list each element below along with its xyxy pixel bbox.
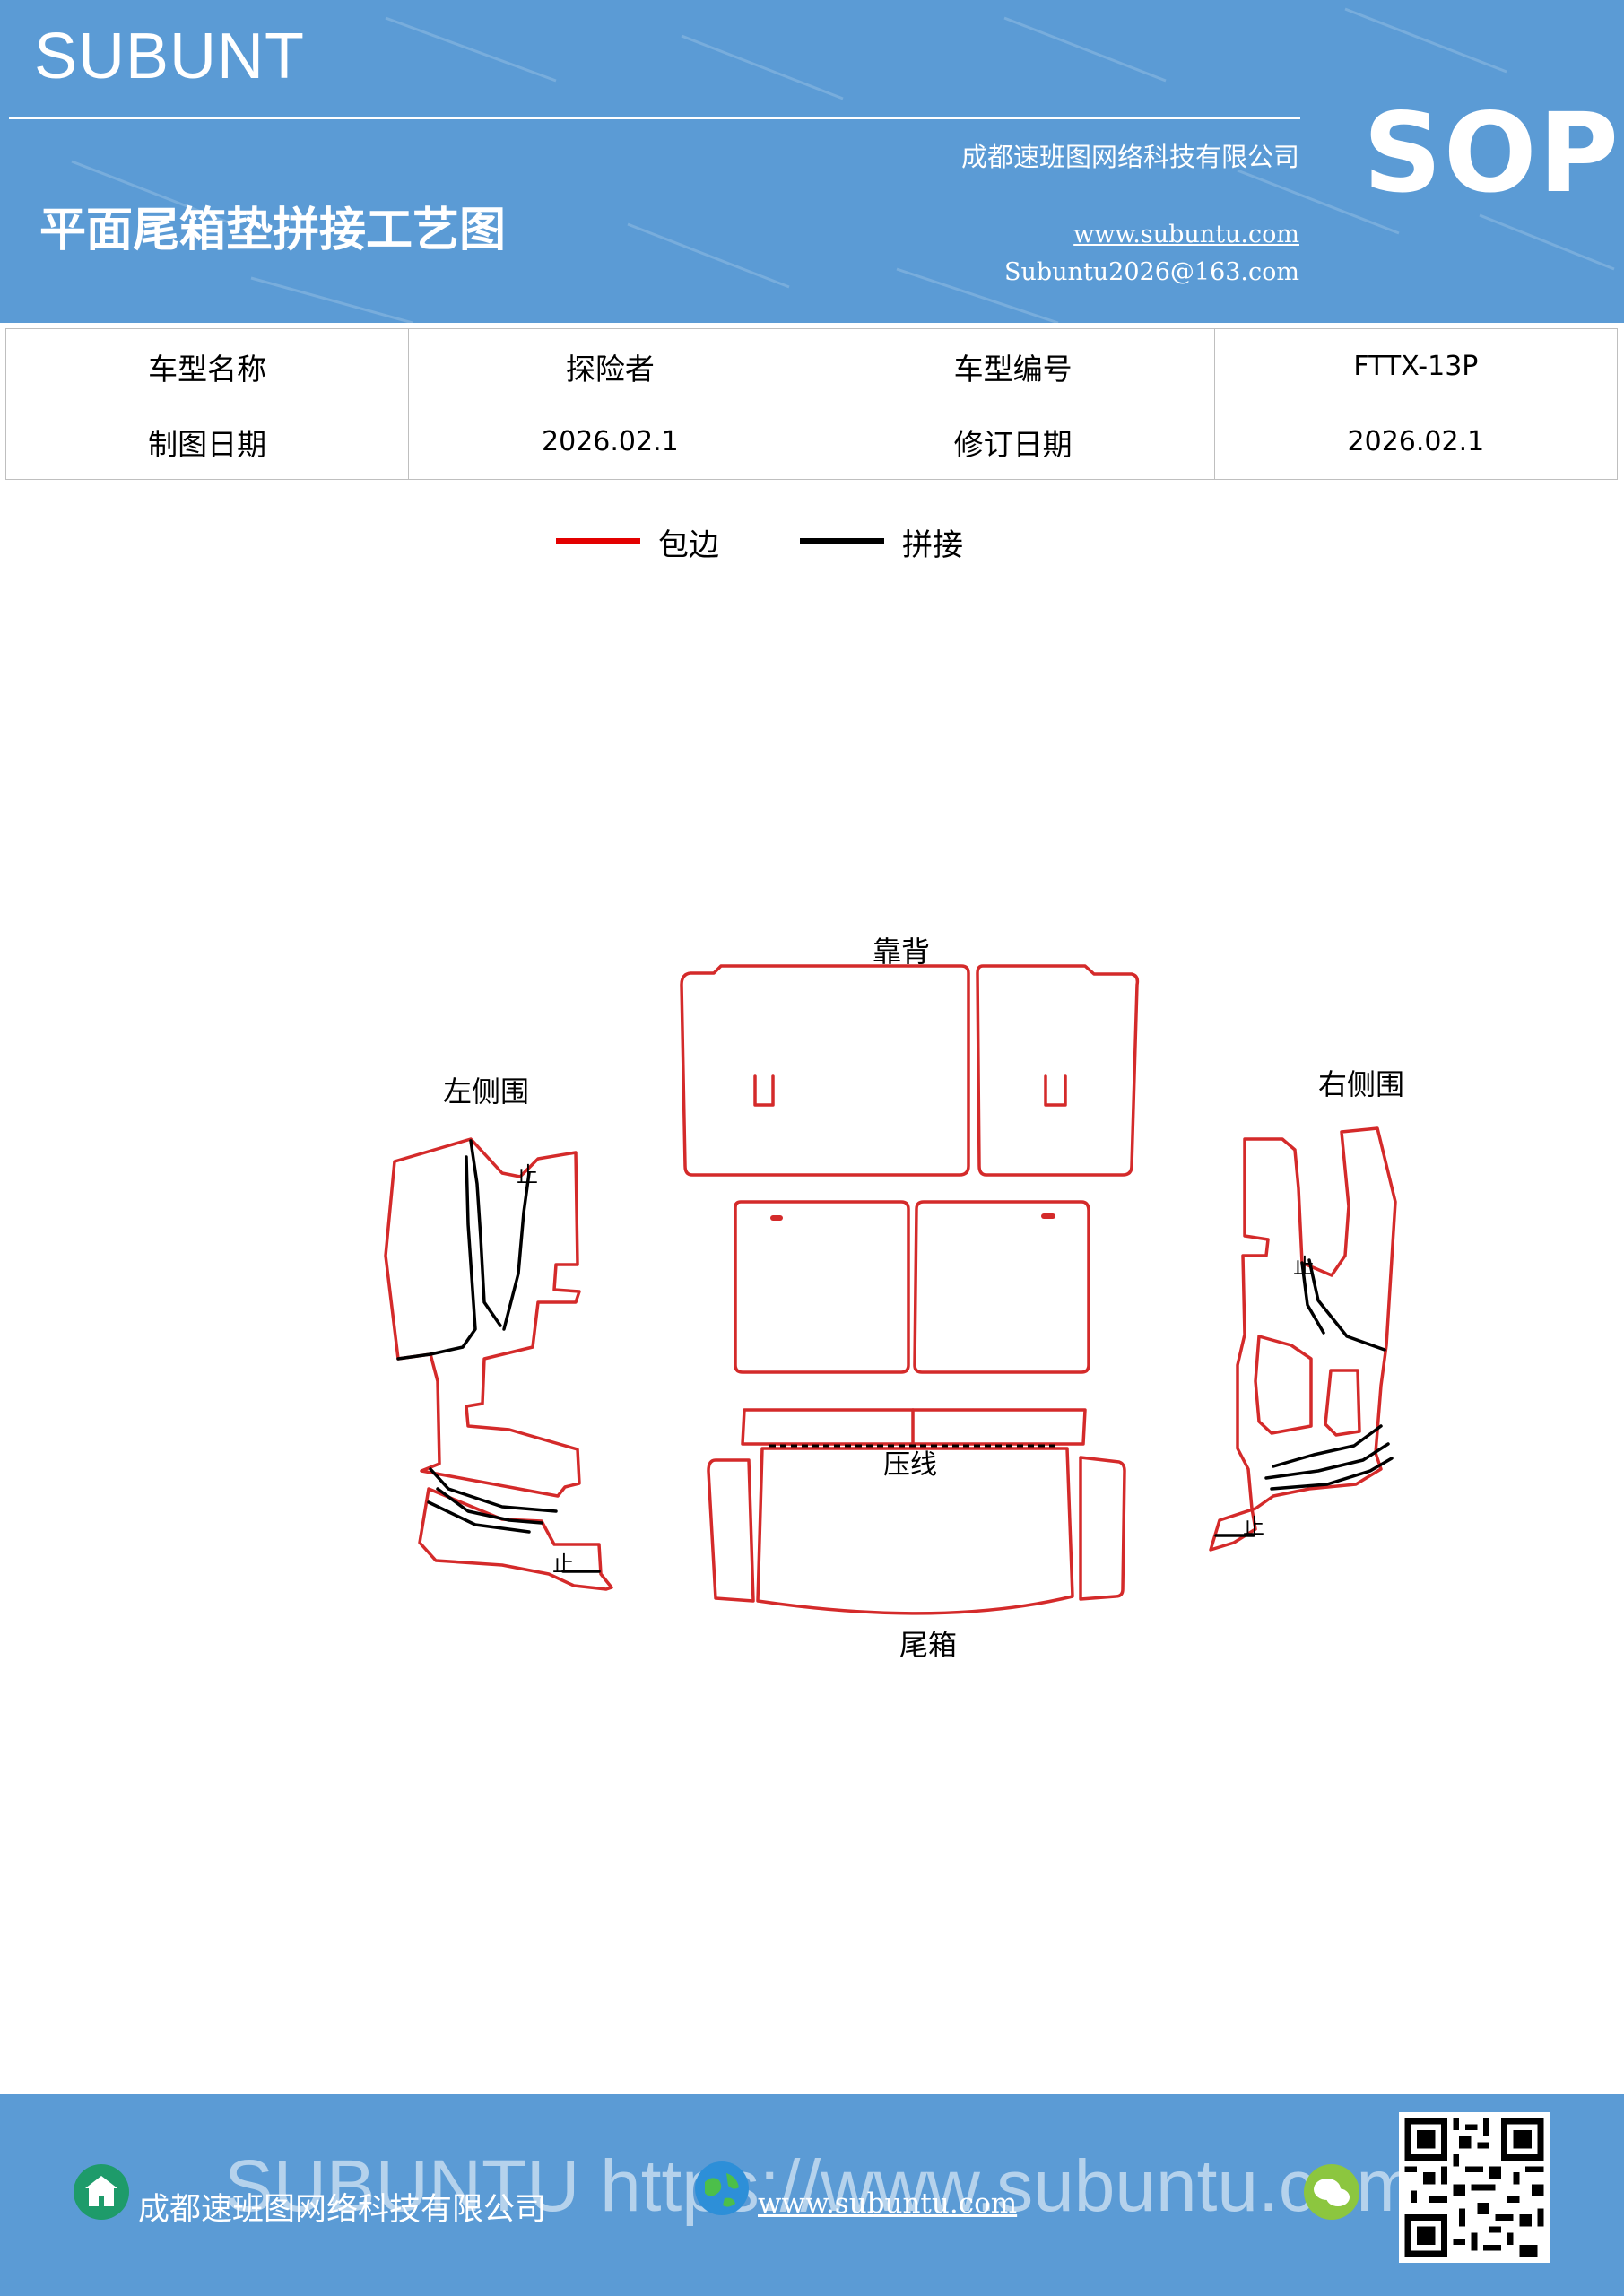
- header-divider: [9, 117, 1300, 119]
- legend: 包边 拼接: [556, 520, 1094, 574]
- left-seam-d: [429, 1467, 558, 1513]
- model-name-value: 探险者: [408, 328, 812, 404]
- trunk-left-flap: [707, 1458, 755, 1603]
- label-trunk: 尾箱: [899, 1628, 957, 1662]
- left-seam-e: [436, 1487, 543, 1525]
- left-side-panel: [384, 1137, 581, 1498]
- model-code-value: FTTX-13P: [1213, 328, 1619, 404]
- backrest-left-panel: [680, 964, 970, 1177]
- label-stop-2: 止: [552, 1552, 574, 1577]
- revision-date-value: 2026.02.1: [1213, 404, 1619, 480]
- legend-label-seam: 拼接: [902, 527, 963, 563]
- trunk-right-flap: [1079, 1456, 1126, 1601]
- trunk-main-panel: [756, 1447, 1074, 1615]
- email-address: Subuntu2026@163.com: [1004, 258, 1299, 286]
- header-banner: SUBUNT 成都速班图网络科技有限公司 平面尾箱垫拼接工艺图 www.subu…: [0, 0, 1624, 323]
- mat-splice-diagram: 靠背 左侧围 右侧围 压线 尾箱 止 止 止 止: [384, 935, 1404, 1662]
- trunk-top-strip: [741, 1408, 1087, 1446]
- left-seam-a: [396, 1155, 477, 1361]
- label-left-side: 左侧围: [443, 1074, 529, 1109]
- right-seam-a: [1307, 1258, 1386, 1352]
- sop-label: SOP: [1363, 90, 1620, 217]
- left-seam-c: [502, 1171, 531, 1331]
- table-row: 制图日期 2026.02.1 修订日期 2026.02.1: [4, 404, 1619, 480]
- slot-right: [1044, 1074, 1067, 1107]
- footer-watermark: SUBUNTU https://www.subuntu.com: [224, 2145, 1418, 2227]
- left-side-bottom: [418, 1487, 613, 1591]
- floor-mid-left-panel: [734, 1200, 910, 1374]
- right-seam-c: [1272, 1424, 1383, 1468]
- right-seam-b: [1300, 1261, 1325, 1335]
- footer-website-link[interactable]: www.subuntu.com: [758, 2187, 1018, 2220]
- slot-left: [753, 1074, 775, 1107]
- label-press-line: 压线: [883, 1449, 937, 1481]
- left-seam-b: [469, 1139, 502, 1327]
- footer-banner: SUBUNTU https://www.subuntu.com 成都速班图网络科…: [0, 2094, 1624, 2296]
- floor-mid-right-panel: [913, 1200, 1090, 1374]
- qr-code-icon: [1399, 2112, 1550, 2263]
- brand-name: SUBUNT: [34, 21, 306, 92]
- model-code-label: 车型编号: [811, 328, 1215, 404]
- legend-swatch-seam: [800, 538, 884, 544]
- right-seam-e: [1270, 1457, 1394, 1491]
- drawing-date-label: 制图日期: [4, 404, 410, 480]
- label-stop-3: 止: [1293, 1254, 1315, 1279]
- right-inner-cutout-a: [1254, 1335, 1313, 1435]
- footer-company-name: 成都速班图网络科技有限公司: [138, 2192, 547, 2228]
- revision-date-label: 修订日期: [811, 404, 1215, 480]
- table-row: 车型名称 探险者 车型编号 FTTX-13P: [4, 328, 1619, 404]
- wechat-icon: [1304, 2164, 1359, 2220]
- globe-icon: [695, 2161, 749, 2215]
- legend-label-edge: 包边: [658, 527, 719, 563]
- right-inner-cutout-b: [1324, 1369, 1361, 1437]
- document-title: 平面尾箱垫拼接工艺图: [39, 203, 507, 257]
- left-seam-f: [427, 1500, 531, 1534]
- company-icon: [74, 2164, 129, 2220]
- right-seam-d: [1264, 1442, 1390, 1480]
- backrest-right-panel: [976, 964, 1140, 1177]
- drawing-date-value: 2026.02.1: [408, 404, 812, 480]
- label-backrest: 靠背: [873, 935, 930, 969]
- legend-swatch-edge: [556, 538, 640, 544]
- label-stop-1: 止: [517, 1162, 538, 1187]
- website-link[interactable]: www.subuntu.com: [1073, 221, 1299, 248]
- label-right-side: 右侧围: [1318, 1067, 1404, 1101]
- right-side-panel: [1209, 1126, 1397, 1552]
- vehicle-info-table: 车型名称 探险者 车型编号 FTTX-13P 制图日期 2026.02.1 修订…: [4, 328, 1619, 480]
- model-name-label: 车型名称: [4, 328, 410, 404]
- label-stop-4: 止: [1243, 1514, 1264, 1539]
- company-name: 成都速班图网络科技有限公司: [960, 142, 1299, 172]
